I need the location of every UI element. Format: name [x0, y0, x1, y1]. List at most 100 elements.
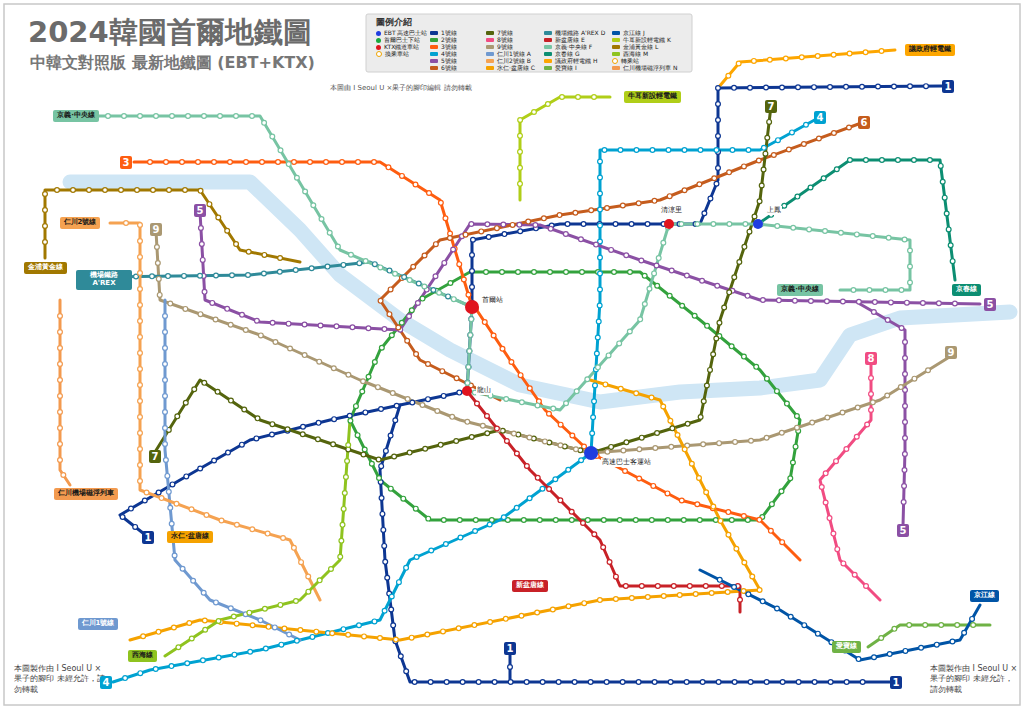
station-dot — [420, 403, 425, 408]
station-dot — [454, 439, 459, 444]
station-dot — [438, 200, 443, 205]
station-dot — [172, 553, 177, 558]
station-dot — [763, 151, 768, 156]
station-dot — [892, 626, 897, 631]
station-dot — [286, 162, 291, 167]
station-dot — [230, 273, 235, 278]
station-name: 高速巴士客運站 — [601, 458, 652, 467]
station-dot — [491, 333, 496, 338]
legend-text: 議政府輕電鐵 H — [555, 58, 597, 64]
station-dot — [775, 606, 780, 611]
station-dot — [784, 401, 789, 406]
line-number-badge: 9 — [150, 223, 163, 236]
station-dot — [903, 340, 908, 345]
station-dot — [414, 352, 419, 357]
station-dot — [857, 299, 862, 304]
station-dot — [345, 459, 350, 464]
station-dot — [791, 225, 796, 230]
legend-swatch — [376, 31, 381, 36]
station-dot — [812, 85, 817, 90]
station-dot — [741, 589, 746, 594]
station-dot — [926, 368, 931, 373]
station-dot — [341, 506, 346, 511]
station-dot — [860, 84, 865, 89]
station-dot — [714, 336, 719, 341]
station-dot — [200, 258, 205, 263]
station-dot — [669, 268, 674, 273]
station-dot — [355, 433, 360, 438]
legend-swatch — [486, 31, 494, 35]
station-dot — [716, 86, 721, 91]
station-dot — [103, 188, 108, 193]
station-dot — [892, 84, 897, 89]
station-dot — [441, 393, 446, 398]
legend-swatch — [612, 52, 620, 56]
station-dot — [668, 418, 673, 423]
legend-text: 牛耳新設輕電鐵 K — [623, 37, 671, 43]
station-dot — [685, 421, 690, 426]
station-dot — [591, 415, 596, 420]
station-dot — [701, 399, 706, 404]
badge-text: 5 — [197, 205, 204, 216]
station-dot — [123, 676, 128, 681]
station-dot — [159, 496, 164, 501]
station-dot — [479, 229, 484, 234]
station-dot — [639, 584, 644, 589]
station-dot — [234, 621, 239, 626]
station-dot — [924, 84, 929, 89]
station-dot — [361, 452, 366, 457]
station-dot — [386, 165, 391, 170]
station-dot — [471, 237, 476, 242]
legend-swatch — [430, 52, 438, 56]
station-dot — [311, 203, 316, 208]
badge-text: 仁川2號線 — [64, 219, 97, 227]
station-dot — [325, 264, 330, 269]
station-dot — [433, 242, 438, 247]
station-dot — [576, 95, 581, 100]
han-river — [70, 182, 1010, 402]
legend-entry: 京春線 G — [544, 51, 580, 57]
station-dot — [295, 175, 300, 180]
station-dot — [441, 629, 446, 634]
station-dot — [908, 84, 913, 89]
station-dot — [708, 196, 713, 201]
legend-swatch — [376, 45, 381, 50]
station-dot — [441, 518, 446, 523]
station-dot — [952, 301, 957, 306]
station-dot — [903, 649, 908, 654]
legend-text: 6號線 — [441, 65, 457, 71]
subway-line — [868, 625, 990, 647]
station-dot — [58, 314, 63, 319]
station-dot — [796, 680, 801, 685]
station-dot — [138, 303, 143, 308]
station-dot — [557, 213, 562, 218]
station-dot — [794, 414, 799, 419]
station-dot — [553, 518, 558, 523]
station-dot — [153, 667, 158, 672]
station-dot — [199, 226, 204, 231]
station-dot — [596, 365, 601, 370]
station-dot — [163, 378, 168, 383]
station-dot — [716, 118, 721, 123]
station-dot — [786, 147, 791, 152]
subway-line — [380, 405, 890, 682]
subway-line — [718, 50, 895, 88]
station-dot — [501, 515, 506, 520]
station-dot — [500, 346, 505, 351]
station-dot — [942, 195, 947, 200]
station-dot — [535, 610, 540, 615]
station-dot — [232, 652, 237, 657]
station-dot — [163, 314, 168, 319]
station-dot — [234, 522, 239, 527]
station-dot — [372, 619, 377, 624]
station-dot — [189, 636, 194, 641]
station-dot — [263, 646, 268, 651]
station-dot — [250, 114, 255, 119]
legend-swatch — [486, 38, 494, 42]
legend-text: 1號線 — [441, 30, 457, 36]
line-number-badge: 1 — [504, 642, 517, 655]
station-dot — [129, 506, 134, 511]
station-dot — [747, 229, 752, 234]
station-dot — [228, 160, 233, 165]
station-dot — [742, 354, 747, 359]
